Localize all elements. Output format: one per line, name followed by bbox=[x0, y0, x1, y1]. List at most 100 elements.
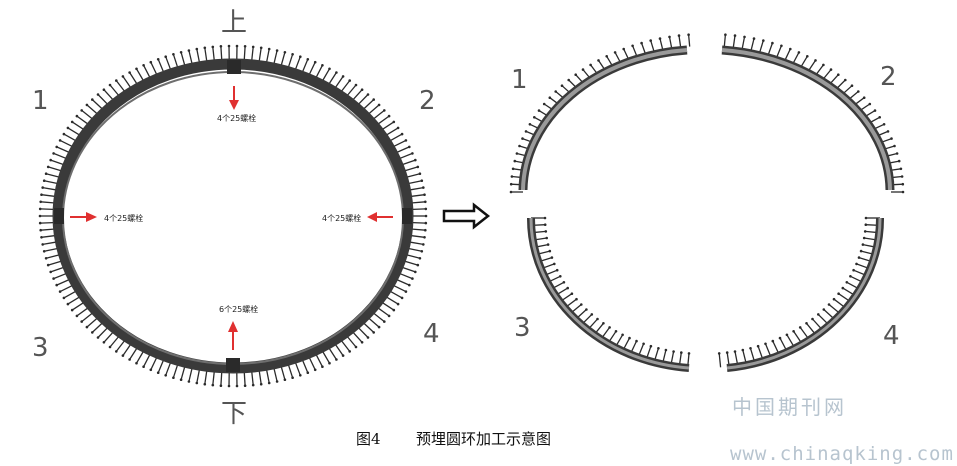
segment-stud-head bbox=[832, 297, 836, 301]
segment-stud bbox=[822, 69, 832, 80]
stud-head bbox=[400, 132, 404, 136]
ring-studs bbox=[38, 44, 428, 388]
stud bbox=[411, 194, 425, 197]
segment-stud-head bbox=[658, 37, 662, 40]
segment-stud-head bbox=[837, 292, 840, 296]
bolt-label-top: 4个25螺栓 bbox=[217, 113, 256, 123]
stud bbox=[400, 273, 413, 280]
stud bbox=[251, 372, 254, 386]
stud bbox=[115, 80, 125, 92]
stud-head bbox=[115, 350, 118, 353]
joint-plate-bottom bbox=[226, 358, 240, 372]
stud-head bbox=[55, 283, 58, 287]
stud bbox=[407, 173, 421, 178]
segment-stud-head bbox=[849, 275, 852, 278]
stud-head bbox=[80, 320, 83, 323]
segment-stud-head bbox=[752, 37, 756, 40]
stud-head bbox=[52, 277, 55, 280]
stud-head bbox=[96, 93, 100, 96]
segment-stud-head bbox=[585, 308, 588, 311]
segment-stud-head bbox=[859, 249, 863, 253]
segment-stud bbox=[784, 48, 791, 61]
segment-stud-head bbox=[649, 39, 652, 42]
stud-head bbox=[91, 98, 94, 101]
segment-stud bbox=[764, 343, 772, 358]
stud bbox=[287, 365, 294, 378]
segment-stud-head bbox=[548, 96, 552, 99]
stud bbox=[41, 235, 55, 238]
stud-head bbox=[96, 336, 100, 339]
stud-head bbox=[121, 354, 125, 357]
stud bbox=[266, 48, 270, 62]
segment-stud bbox=[815, 64, 824, 75]
stud bbox=[352, 332, 363, 343]
stud-head bbox=[38, 214, 42, 218]
segment-stud-head bbox=[900, 175, 904, 178]
stud-head bbox=[283, 378, 287, 382]
segment-stud-head bbox=[822, 63, 825, 67]
segment-stud-head bbox=[743, 35, 746, 39]
stud bbox=[122, 76, 131, 88]
stud bbox=[48, 260, 61, 266]
stud bbox=[150, 357, 157, 371]
stud-head bbox=[411, 152, 414, 155]
joint-plate-right bbox=[402, 208, 412, 224]
segment-stud-head bbox=[543, 216, 547, 220]
stud bbox=[67, 296, 80, 305]
segment-stud-head bbox=[837, 73, 840, 76]
segment-stud-head bbox=[511, 167, 515, 171]
segment-stud-head bbox=[725, 351, 729, 354]
segment-stud-head bbox=[890, 137, 893, 140]
segment-stud-head bbox=[687, 33, 690, 36]
stud-head bbox=[108, 345, 112, 349]
stud bbox=[315, 65, 323, 78]
stud-head bbox=[115, 79, 118, 82]
segment-stud-head bbox=[553, 262, 556, 266]
segment-stud bbox=[732, 35, 736, 48]
segment-stud-head bbox=[893, 144, 896, 148]
stud bbox=[382, 302, 395, 311]
stud bbox=[180, 52, 186, 65]
stud bbox=[165, 362, 171, 376]
stud-head bbox=[348, 79, 352, 82]
segment-stud-head bbox=[864, 216, 868, 220]
segment-stud-head bbox=[733, 34, 737, 37]
stud bbox=[412, 228, 426, 231]
stud-head bbox=[424, 228, 427, 232]
stud-head bbox=[38, 221, 42, 225]
stud bbox=[402, 159, 416, 166]
stud bbox=[328, 72, 337, 84]
stud-head bbox=[299, 374, 302, 377]
segment-stud-head bbox=[677, 34, 681, 37]
stud-head bbox=[306, 371, 310, 375]
segment-stud-head bbox=[550, 256, 554, 259]
segment-stud-head bbox=[861, 243, 865, 246]
stud bbox=[157, 59, 164, 72]
segment-stud-head bbox=[566, 286, 569, 290]
stud bbox=[91, 99, 103, 109]
stud-head bbox=[66, 126, 70, 130]
stud bbox=[204, 371, 208, 385]
stud bbox=[386, 127, 399, 136]
segment-stud-head bbox=[589, 63, 592, 67]
stud bbox=[115, 340, 125, 352]
segment-stud bbox=[829, 74, 839, 85]
stud bbox=[91, 323, 103, 333]
stud bbox=[220, 46, 223, 60]
segment-stud-head bbox=[756, 344, 760, 348]
segment-stud-head bbox=[845, 281, 849, 284]
segment-stud-head bbox=[680, 351, 683, 354]
stud-head bbox=[418, 172, 422, 175]
stud bbox=[59, 139, 73, 147]
stud-head bbox=[366, 336, 370, 339]
segment-stud-head bbox=[596, 317, 599, 321]
stud bbox=[410, 186, 424, 191]
segment-stud-head bbox=[555, 268, 559, 272]
stud-head bbox=[414, 270, 417, 274]
stud bbox=[251, 46, 254, 60]
stud-head bbox=[243, 45, 247, 48]
stud-head bbox=[85, 103, 89, 107]
stud-head bbox=[267, 381, 271, 385]
segment-stud-head bbox=[621, 333, 624, 337]
